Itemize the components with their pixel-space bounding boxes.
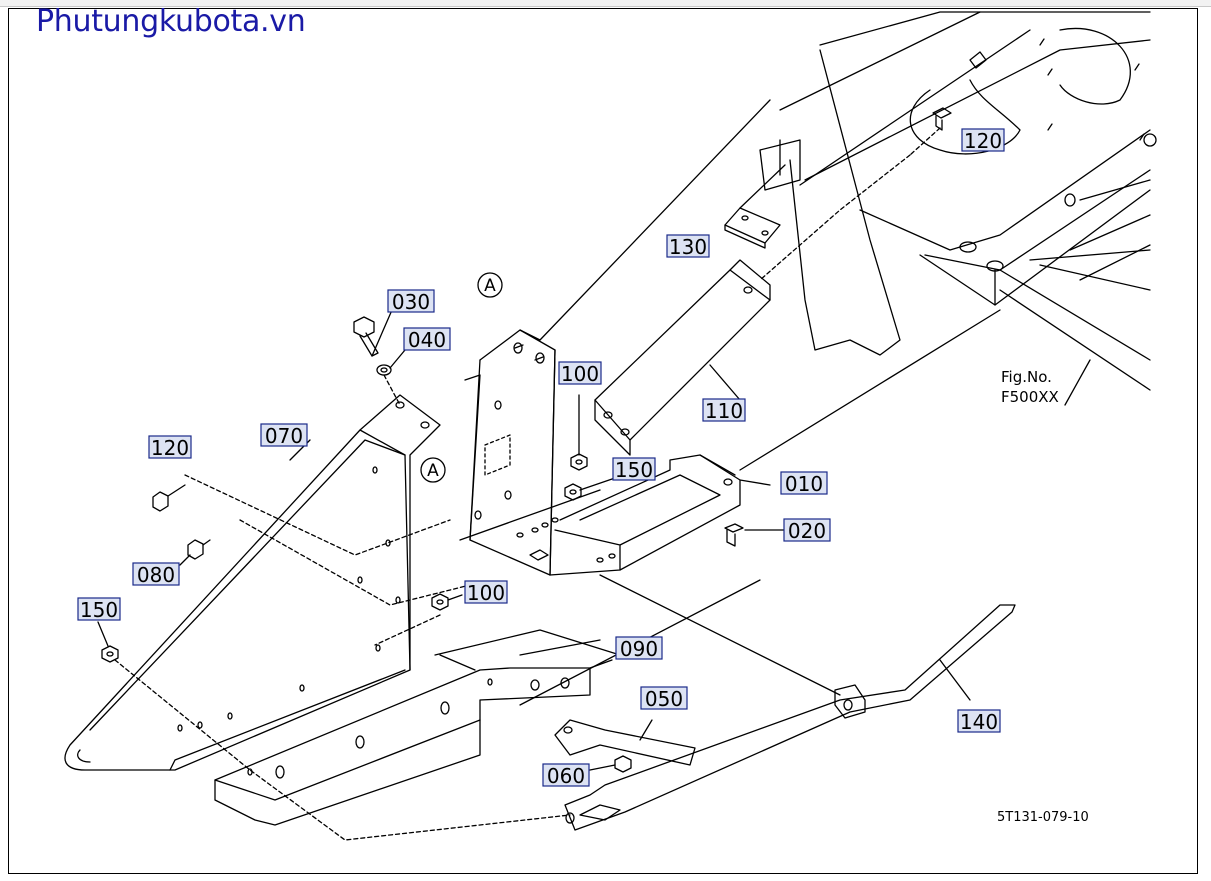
plate-090 <box>214 629 621 826</box>
callout-030[interactable]: 030 <box>387 289 435 314</box>
callout-040-label: 040 <box>408 328 446 352</box>
bolt-080 <box>179 519 471 606</box>
drawing-frame <box>8 8 1198 874</box>
brand-watermark: Phutungkubota.vn <box>36 4 306 39</box>
callout-100b-label: 100 <box>467 581 505 605</box>
marker-a-upper-label: A <box>484 276 496 296</box>
callout-120a-label: 120 <box>964 129 1002 153</box>
chassis-frame <box>759 11 1157 391</box>
marker-a-lower-label: A <box>427 461 439 481</box>
callout-040[interactable]: 040 <box>403 327 451 352</box>
marker-a-upper: A <box>477 272 503 298</box>
washer-040 <box>376 349 406 406</box>
plate-130 <box>724 164 786 249</box>
fig-reference: Fig.No. F500XX <box>1001 368 1059 406</box>
window-top-strip <box>0 0 1211 7</box>
callout-150a-label: 150 <box>615 458 653 482</box>
callout-080[interactable]: 080 <box>132 562 180 587</box>
plate-070 <box>64 394 441 771</box>
bolt-030 <box>353 309 393 357</box>
lever-050 <box>519 579 761 766</box>
callout-130[interactable]: 130 <box>666 234 710 259</box>
beam-110 <box>594 259 771 456</box>
callout-080-label: 080 <box>137 563 175 587</box>
fig-ref-line2: F500XX <box>1001 388 1059 406</box>
marker-a-lower: A <box>420 457 446 483</box>
bolt-060 <box>589 755 632 773</box>
callout-140-label: 140 <box>960 710 998 734</box>
callout-060[interactable]: 060 <box>542 763 590 788</box>
bolt-020 <box>724 523 786 547</box>
callout-150a[interactable]: 150 <box>612 457 656 482</box>
callout-110-label: 110 <box>705 399 743 423</box>
nut-150-left <box>97 621 571 841</box>
fig-ref-line1: Fig.No. <box>1001 368 1052 386</box>
callout-020[interactable]: 020 <box>783 518 831 543</box>
callout-130-label: 130 <box>669 235 707 259</box>
callout-150b[interactable]: 150 <box>77 597 121 622</box>
callout-150b-label: 150 <box>80 598 118 622</box>
callout-090-label: 090 <box>620 637 658 661</box>
callout-050-label: 050 <box>645 687 683 711</box>
callout-030-label: 030 <box>392 290 430 314</box>
callout-120a[interactable]: 120 <box>961 128 1005 153</box>
callout-070[interactable]: 070 <box>260 423 308 448</box>
callout-110[interactable]: 110 <box>702 398 746 423</box>
callout-070-label: 070 <box>265 424 303 448</box>
bolt-120-left <box>152 474 451 556</box>
callout-120b[interactable]: 120 <box>148 435 192 460</box>
fig-leader <box>1064 359 1091 406</box>
callout-120b-label: 120 <box>151 436 189 460</box>
nut-100-center <box>570 394 588 471</box>
nut-100-left <box>374 593 463 646</box>
center-bracket <box>459 99 771 576</box>
callout-060-label: 060 <box>547 764 585 788</box>
callout-010-label: 010 <box>785 472 823 496</box>
bracket-010 <box>559 309 1001 571</box>
callout-050[interactable]: 050 <box>640 686 688 711</box>
nut-150-center <box>564 477 616 501</box>
callout-100b[interactable]: 100 <box>464 580 508 605</box>
bolt-120-upper <box>759 107 952 281</box>
callout-100a-label: 100 <box>561 362 599 386</box>
drawing-code: 5T131-079-10 <box>997 810 1089 825</box>
callout-010[interactable]: 010 <box>780 471 828 496</box>
rod-140 <box>564 574 1016 831</box>
callout-100a[interactable]: 100 <box>558 361 602 386</box>
callout-140[interactable]: 140 <box>957 709 1001 734</box>
callout-090[interactable]: 090 <box>615 636 663 661</box>
callout-020-label: 020 <box>788 519 826 543</box>
